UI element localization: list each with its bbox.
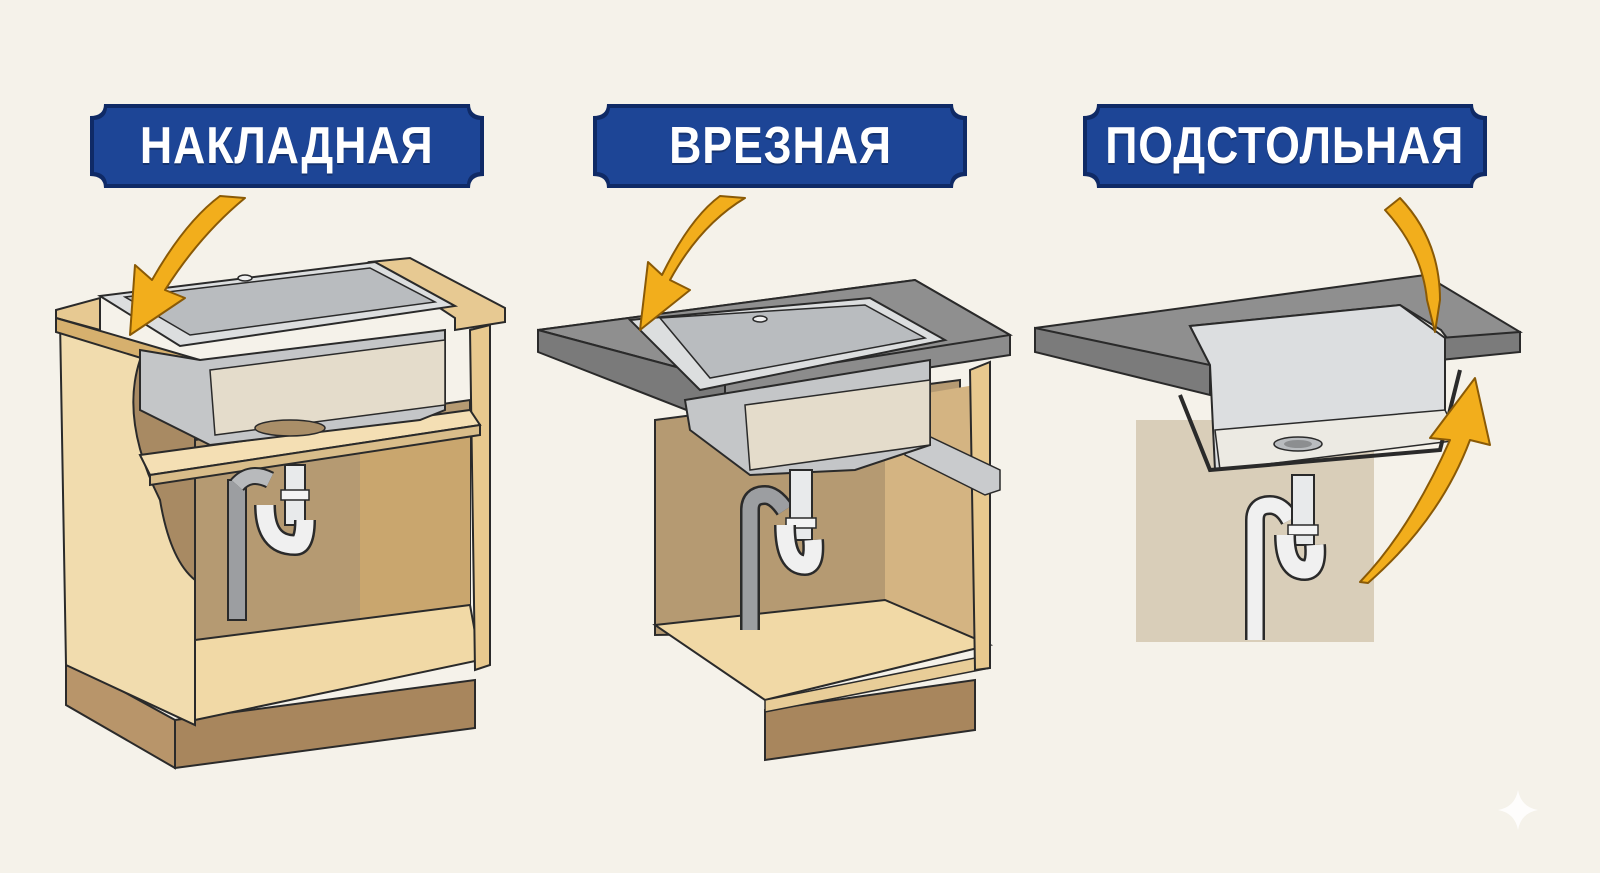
label-plate-inset: ВРЕЗНАЯ — [585, 100, 975, 192]
panel-undermount-sink: ПОДСТОЛЬНАЯ — [1030, 0, 1600, 873]
arrow-pointer-icon — [639, 195, 746, 331]
label-plate-shape — [593, 104, 967, 188]
label-plate-shape — [1083, 104, 1487, 188]
arrow-curved-up-icon — [1359, 377, 1491, 584]
arrow-pointer-icon — [1384, 197, 1441, 333]
panel-overlay-sink: НАКЛАДНАЯ — [0, 0, 530, 873]
arrow-pointer-icon — [129, 195, 246, 336]
label-undermount: ПОДСТОЛЬНАЯ — [1105, 117, 1465, 175]
label-plate-shape — [90, 104, 484, 188]
label-inset: ВРЕЗНАЯ — [668, 117, 892, 175]
label-overlay: НАКЛАДНАЯ — [140, 117, 434, 175]
panel-inset-sink: ВРЕЗНАЯ — [530, 0, 1030, 873]
sparkle-icon — [1498, 790, 1538, 830]
label-plate-overlay: НАКЛАДНАЯ — [82, 100, 492, 192]
label-plate-undermount: ПОДСТОЛЬНАЯ — [1075, 100, 1495, 192]
